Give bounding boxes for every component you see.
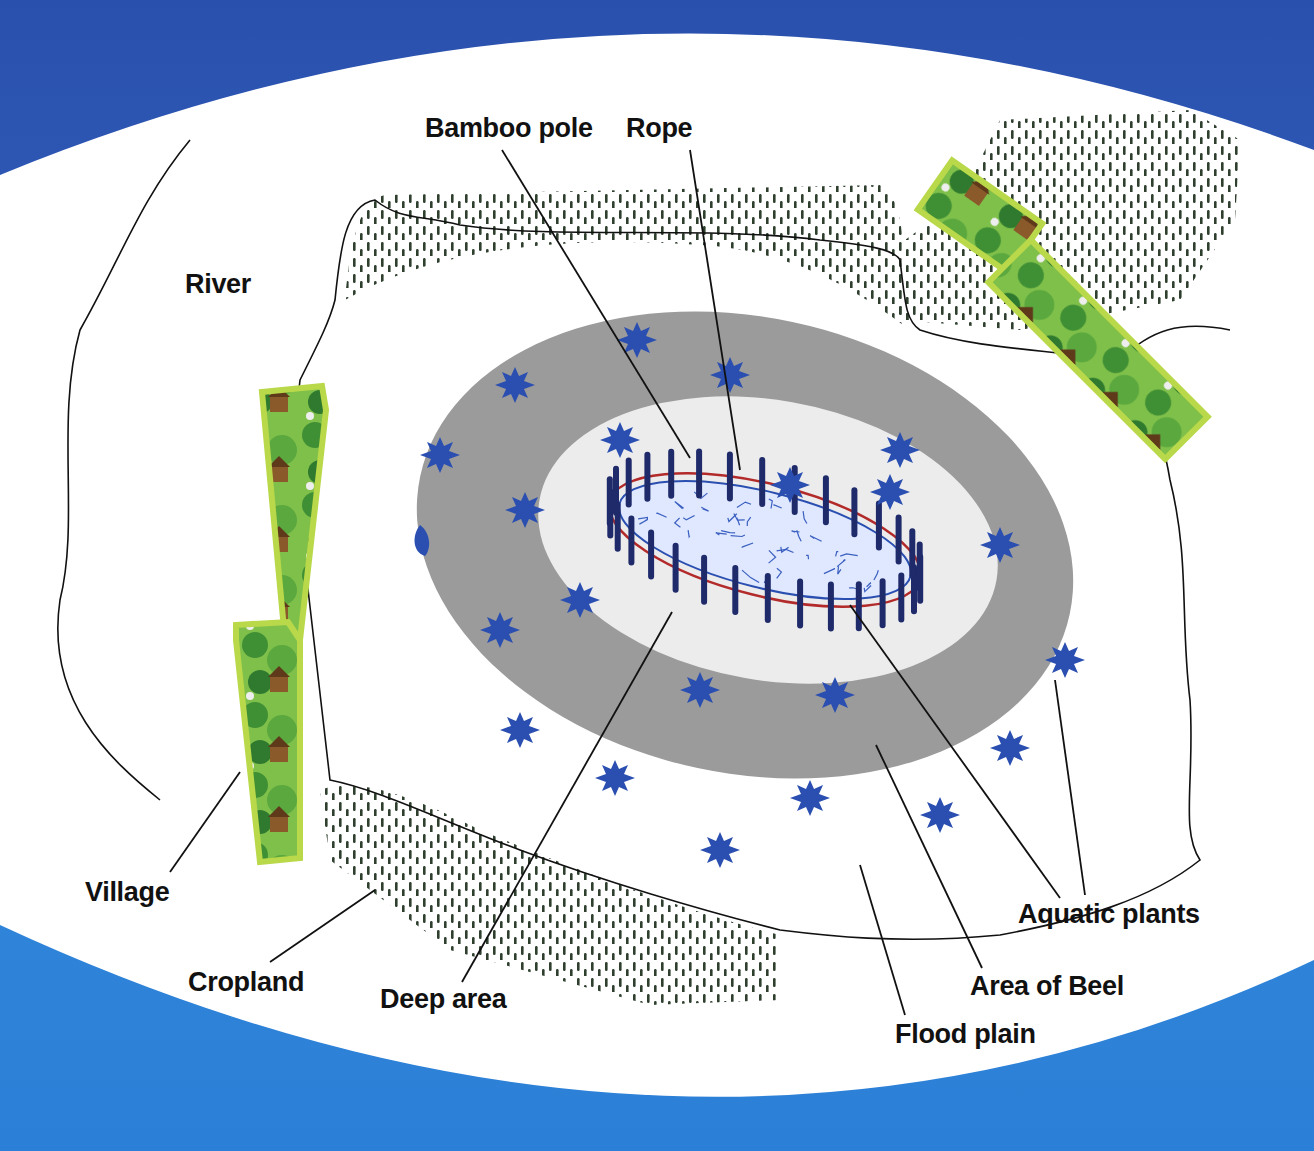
aquatic-plant [505, 492, 545, 528]
village-strip [236, 386, 326, 862]
bamboo-pole [673, 546, 679, 590]
aquatic-plant [980, 527, 1020, 563]
aquatic-plant [680, 672, 720, 708]
aquatic-plant [600, 422, 640, 458]
bamboo-pole [896, 517, 902, 561]
part-label: Aquatic plants [1018, 900, 1200, 930]
aquatic-plant [710, 357, 750, 393]
bamboo-pole [701, 558, 707, 602]
bamboo-pole [759, 460, 765, 504]
bamboo-pole [696, 452, 702, 496]
plant-scribble [731, 535, 745, 537]
plant-scribble [838, 566, 841, 574]
plant-scribble [683, 516, 694, 520]
plant-scribble [874, 570, 878, 580]
bamboo-pole [828, 584, 834, 628]
aquatic-plant [495, 367, 535, 403]
bamboo-pole [909, 531, 915, 575]
part-label: Deep area [380, 985, 506, 1015]
plant-scribble [742, 570, 759, 583]
aquatic-plant [595, 760, 635, 796]
plant-scribble [701, 507, 708, 511]
bamboo-pole [797, 582, 803, 626]
bamboo-pole [851, 490, 857, 534]
plant-scribble [810, 536, 821, 542]
plant-scribble [836, 552, 839, 557]
plant-scribble [769, 499, 773, 509]
part-label: River [185, 270, 251, 300]
part-label: Area of Beel [970, 972, 1124, 1002]
part-label: Village [85, 878, 169, 908]
bamboo-pole [648, 533, 654, 577]
bamboo-pole [644, 455, 650, 499]
aquatic-plant [1045, 642, 1085, 678]
plant-scribble [837, 560, 845, 567]
aquatic-plant [880, 432, 920, 468]
bamboo-pole [613, 469, 619, 513]
plant-scribble [737, 502, 751, 507]
plant-scribble [675, 502, 684, 509]
plant-scribble [803, 511, 807, 523]
plant-scribble [638, 518, 647, 521]
bamboo-pole [607, 479, 613, 523]
bamboo-pole [917, 545, 923, 589]
aquatic-plant [617, 322, 657, 358]
plant-scribble [675, 518, 681, 527]
aquatic-plant [920, 797, 960, 833]
bamboo-pole [898, 576, 904, 620]
plant-scribble [806, 555, 808, 559]
bamboo-pole [876, 504, 882, 548]
part-label: Bamboo pole [425, 114, 593, 144]
bamboo-pole [668, 452, 674, 496]
plant-scribble [840, 554, 858, 556]
plant-scribble [734, 514, 745, 521]
bamboo-pole [628, 519, 634, 563]
bamboo-pole [626, 461, 632, 505]
bamboo-pole [880, 581, 886, 625]
bamboo-pole [727, 454, 733, 498]
aquatic-plant [815, 677, 855, 713]
part-label: Rope [626, 114, 692, 144]
aquatic-plant [790, 780, 830, 816]
plant-scribble [777, 568, 782, 578]
plant-scribble [824, 569, 835, 574]
part-label: Flood plain [895, 1020, 1036, 1050]
bamboo-pole [732, 568, 738, 612]
aquatic-plant [700, 832, 740, 868]
plant-scribble [742, 543, 753, 548]
bamboo-pole [823, 478, 829, 522]
plant-scribble [721, 531, 735, 533]
aquatic-plant [870, 474, 910, 510]
plant-scribble [747, 517, 750, 526]
aquatic-plant [480, 612, 520, 648]
plant-scribble [769, 550, 776, 563]
bamboo-pole [765, 576, 771, 620]
part-label: Cropland [188, 968, 304, 998]
aquatic-plant [500, 712, 540, 748]
plant-scribble [797, 530, 802, 541]
plant-scribble [864, 586, 871, 592]
leader-lines [170, 150, 1085, 1015]
aquatic-plant [420, 437, 460, 473]
aquatic-plant [990, 730, 1030, 766]
plant-scribble [774, 505, 782, 508]
plant-scribble [639, 520, 647, 524]
plant-scribble [716, 533, 727, 535]
plant-scribble [777, 549, 794, 552]
plant-scribble [792, 531, 800, 532]
plant-scribble [688, 530, 690, 537]
aquatic-plant [770, 467, 810, 503]
aquatic-plant [560, 582, 600, 618]
plant-scribble [656, 513, 666, 517]
